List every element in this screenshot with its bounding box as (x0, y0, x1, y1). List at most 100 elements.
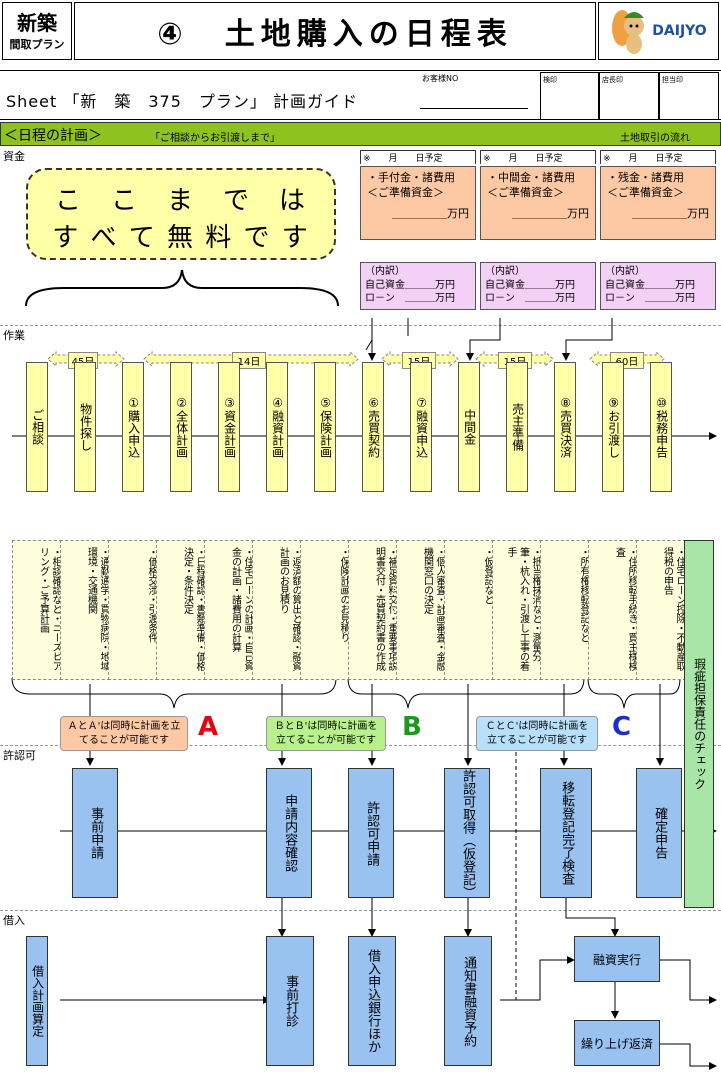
stamp-box-2[interactable]: 店長印 (599, 72, 659, 120)
permit-box[interactable]: 申請内容確認 (266, 768, 312, 898)
payment-schedule[interactable]: ※ 月 日予定 (600, 150, 716, 164)
breakdown-self[interactable]: 自己資金＿＿＿万円 (365, 279, 455, 291)
step-note: ・保険計画のお見積り (300, 540, 350, 680)
squirrel-mascot-icon (612, 10, 645, 54)
payment-breakdown: （内訳） 自己資金＿＿＿万円 ロ－ン ＿＿＿万円 (360, 262, 476, 310)
payment-schedule[interactable]: ※ 月 日予定 (360, 150, 476, 164)
step-box[interactable]: ③資金計画 (218, 362, 240, 492)
step-box[interactable]: ②全体計画 (170, 362, 192, 492)
free-consult-box: こ こ ま で は す べ て 無 料 で す (26, 168, 336, 260)
page-title: ④ 土地購入の日程表 (74, 2, 596, 60)
free-brace (25, 269, 339, 307)
logo-bottom: 間取プラン (9, 38, 65, 51)
free-line-2: す べ て 無 料 で す (52, 223, 310, 253)
stamp-label: 検印 (543, 76, 557, 84)
breakdown-loan[interactable]: ロ－ン ＿＿＿万円 (605, 293, 695, 304)
callout-letter-b: B (402, 712, 422, 742)
step-box[interactable]: ⑩税務申告 (650, 362, 672, 492)
brand-logo: DAIJYO (598, 2, 719, 60)
divider (0, 325, 721, 326)
free-line-1: こ こ ま で は (54, 186, 307, 216)
stamp-box-1[interactable]: 検印 (540, 72, 599, 120)
payment-box: ・中間金・諸費用 ＜ご準備資金＞ ＿＿＿＿＿万円 (480, 166, 596, 240)
band-right: 土地取引の流れ (620, 133, 690, 144)
stamp-box-3[interactable]: 担当印 (659, 72, 719, 120)
step-note: ・補足資料交付・重要事項説明書交付・売買契約書の作成 (348, 540, 398, 680)
section-loan: 借入 (3, 914, 25, 927)
section-permit: 許認可 (3, 749, 36, 762)
callout-a: ＡとＡ'は同時に計画を立てることが可能です (60, 716, 188, 751)
payment-breakdown: （内訳） 自己資金＿＿＿万円 ロ－ン ＿＿＿万円 (480, 262, 596, 310)
step-box[interactable]: ⑨お引渡し (602, 362, 624, 492)
step-note: ・仮登記など (444, 540, 494, 680)
section-work: 作業 (3, 329, 25, 342)
logo-top: 新築 (17, 11, 57, 35)
sheet-title: Sheet 「新 築 375 プラン」 計画ガイド (6, 92, 358, 111)
step-box[interactable]: 物件探し (74, 362, 96, 492)
step-note: ・相談確認など・ニーズヒアリング・ご予算計画 (12, 540, 62, 680)
payment-schedule[interactable]: ※ 月 日予定 (480, 150, 596, 164)
step-box[interactable]: ④融資計画 (266, 362, 288, 492)
payment-title: ・残金・諸費用 (607, 171, 684, 184)
step-box[interactable]: ⑦融資申込 (410, 362, 432, 492)
sheet-row (0, 70, 721, 120)
loan-box[interactable]: 通知書融資予約 (444, 936, 492, 1066)
breakdown-loan[interactable]: ロ－ン ＿＿＿万円 (485, 293, 575, 304)
payment-amount[interactable]: ＿＿＿＿＿万円 (632, 206, 709, 220)
stamp-label: 担当印 (662, 76, 683, 84)
section-funds: 資金 (3, 150, 25, 163)
step-box[interactable]: 売主準備 (506, 362, 528, 492)
step-box[interactable]: ご相談 (26, 362, 48, 492)
payment-sub: ＜ご準備資金＞ (487, 185, 564, 199)
step-box[interactable]: 中間金 (458, 362, 480, 492)
permit-box[interactable]: 許認可取得（仮登記） (444, 768, 490, 899)
stamp-label: 店長印 (602, 76, 623, 84)
step-note: ・通勤通学・買物病院・地域環境・交通機関 (60, 540, 110, 680)
payment-title: ・中間金・諸費用 (487, 171, 575, 184)
warranty-label: 瑕疵担保責任のチェック (692, 658, 707, 790)
permit-box[interactable]: 移転登記完了検査 (540, 768, 592, 898)
step-note: ・返済額の算出と確認・融資計画のお見積り (252, 540, 302, 680)
step-box[interactable]: ⑧売買決済 (554, 362, 576, 492)
callout-b: ＢとＢ'は同時に計画を立てることが可能です (266, 716, 386, 751)
step-box[interactable]: ⑥売買契約 (362, 362, 384, 492)
warranty-check-box: 瑕疵担保責任のチェック (684, 540, 714, 908)
loan-box[interactable]: 借入申込銀行ほか (348, 936, 396, 1066)
divider (0, 910, 721, 911)
callout-c: ＣとＣ'は同時に計画を立てることが可能です (476, 716, 598, 751)
breakdown-self[interactable]: 自己資金＿＿＿万円 (605, 279, 695, 291)
payment-sub: ＜ご準備資金＞ (607, 185, 684, 199)
loan-box[interactable]: 事前打診 (266, 936, 314, 1066)
step-box[interactable]: ⑤保険計画 (314, 362, 336, 492)
band-left: ＜日程の計画＞ (4, 128, 102, 144)
loan-box[interactable]: 借入計画算定 (26, 936, 48, 1066)
permit-box[interactable]: 確定申告 (636, 768, 682, 898)
callout-letter-a: A (198, 712, 219, 742)
payment-breakdown: （内訳） 自己資金＿＿＿万円 ロ－ン ＿＿＿万円 (600, 262, 716, 310)
payment-title: ・手付金・諸費用 (367, 171, 455, 184)
header-logo-left: 新築 間取プラン (2, 2, 72, 60)
step-note: ・個人審査・計画審査・金融機関窓口の決定 (396, 540, 446, 680)
breakdown-self[interactable]: 自己資金＿＿＿万円 (485, 279, 575, 291)
payment-amount[interactable]: ＿＿＿＿＿万円 (512, 206, 589, 220)
prepayment-box[interactable]: 繰り上げ返済 (574, 1020, 660, 1066)
payment-amount[interactable]: ＿＿＿＿＿万円 (392, 206, 469, 220)
step-note: ・住宅ローンの計画・自己資金の計画・諸費用の計算 (204, 540, 254, 680)
step-note: ・抵当権抹消など・測量分筆・杭入れ・引渡し工事の着手 (492, 540, 542, 680)
step-note: ・所有権移転登記など (540, 540, 590, 680)
step-note: ・住宅ローン控除・不動産取得税の申告 (636, 540, 686, 680)
step-note: ・日程確認・書類準備・価格決定・条件決定 (156, 540, 206, 680)
step-box[interactable]: ①購入申込 (122, 362, 144, 492)
breakdown-loan[interactable]: ロ－ン ＿＿＿万円 (365, 293, 455, 304)
brand-name: DAIJYO (652, 23, 707, 39)
customer-no-label: お客様NO (422, 74, 459, 83)
customer-no-field[interactable] (420, 108, 528, 109)
step-note: ・価格交渉・引渡条件 (108, 540, 158, 680)
loan-execution-box[interactable]: 融資実行 (574, 936, 660, 982)
payment-sub: ＜ご準備資金＞ (367, 185, 444, 199)
step-note: ・住所移転手続き・買主様検査 (588, 540, 638, 680)
duration-label: 14日 (232, 352, 266, 369)
permit-box[interactable]: 許認可申請 (348, 768, 394, 898)
band-sub: 「ご相談からお引渡しまで」 (150, 133, 280, 144)
permit-box[interactable]: 事前申請 (72, 768, 118, 898)
